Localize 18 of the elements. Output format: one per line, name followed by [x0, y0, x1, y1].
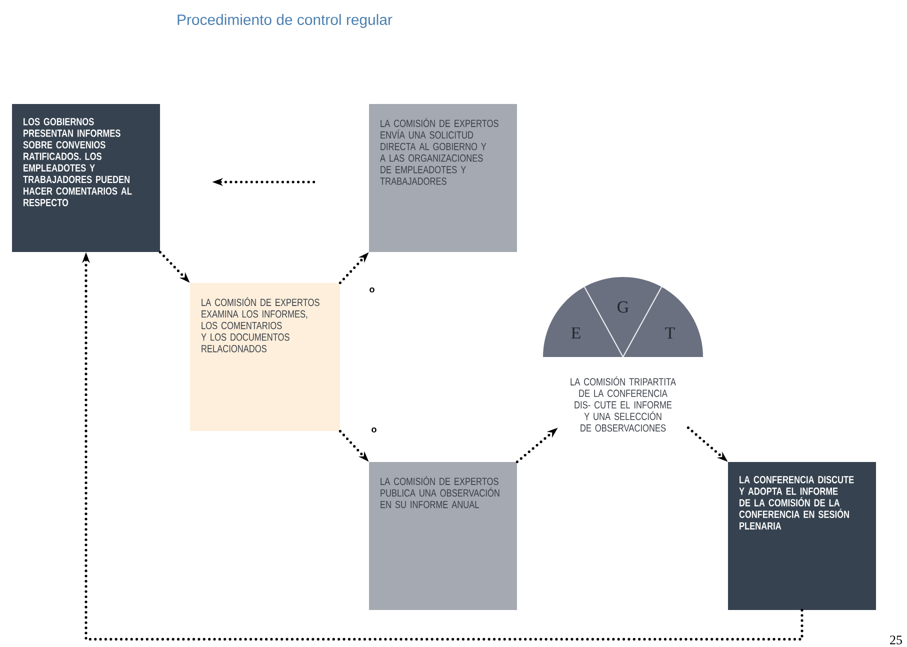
- title: Procedimiento de control regular: [178, 14, 392, 28]
- dotted-arrow: [686, 426, 728, 462]
- text-box: LA COMISIÓN DE EXPERTOS ENVÍA UNA SOLICITUD DIRECTA AL GOBIERNO Y A LAS ORGANIZACIONES DE EMPLEADOTES Y TRABAJADORES: [369, 104, 517, 252]
- caption-text: LA COMISIÓN TRIPARTITA DE LA CONFERENCIA DIS- CUTE EL INFORME Y UNA SELECCIÓN DE OBSERVACIONES: [570, 376, 676, 432]
- text-box: LA CONFERENCIA DISCUTE Y ADOPTA EL INFORME DE LA COMISIÓN DE LA CONFERENCIA EN SESIÓN PLENARIA: [728, 462, 876, 610]
- dotted-arrow: [338, 252, 369, 284]
- page-number: 25: [890, 636, 902, 644]
- dotted-arrow: [82, 252, 804, 640]
- text-box: LA COMISIÓN DE EXPERTOS EXAMINA LOS INFORMES, LOS COMENTARIOS Y LOS DOCUMENTOS RELACIONADOS: [190, 283, 340, 431]
- dotted-arrow: [212, 178, 316, 186]
- text-box: LA COMISIÓN DE EXPERTOS PUBLICA UNA OBSERVACIÓN EN SU INFORME ANUAL: [369, 462, 517, 610]
- or-label: o: [372, 428, 376, 432]
- dotted-arrow: [516, 428, 558, 464]
- or-label: o: [370, 288, 374, 292]
- semicircle-drawing: E G T: [543, 277, 703, 358]
- dotted-arrow: [338, 430, 369, 462]
- text-box: LOS GOBIERNOS PRESENTAN INFORMES SOBRE CONVENIOS RATIFICADOS. LOS EMPLEADOTES Y TRABAJADORES PUEDEN HACER COMENTARIOS AL RESPECTO: [12, 104, 160, 252]
- dotted-arrow: [158, 250, 190, 283]
